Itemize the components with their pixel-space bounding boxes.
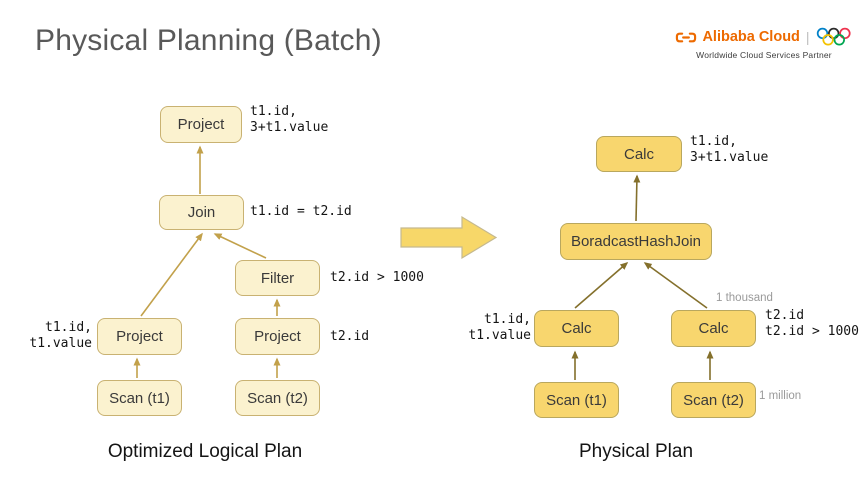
caption-physical-plan: Physical Plan (578, 441, 694, 462)
brand-name: Alibaba Cloud (702, 29, 800, 45)
page-title: Physical Planning (Batch) (35, 24, 382, 57)
caption-optimized-logical-plan: Optimized Logical Plan (107, 441, 303, 462)
node-filter: Filter (235, 260, 320, 296)
logo-divider: | (805, 29, 810, 45)
node-calc-left: Calc (534, 310, 619, 347)
right-tree-arrows (571, 174, 714, 380)
logo-tagline: Worldwide Cloud Services Partner (696, 50, 832, 60)
annotation-project-top: t1.id, 3+t1.value (250, 104, 329, 136)
node-scan-t1-physical: Scan (t1) (534, 382, 619, 418)
node-scan-t2-physical: Scan (t2) (671, 382, 756, 418)
annotation-calc-top: t1.id, 3+t1.value (690, 134, 769, 166)
node-calc-right: Calc (671, 310, 756, 347)
annotation-join: t1.id = t2.id (250, 204, 352, 219)
olympic-rings-icon (816, 27, 853, 47)
alibaba-cloud-logo: Alibaba Cloud | Worldwide Cloud Services… (676, 27, 851, 60)
node-join: Join (159, 195, 244, 230)
cardinality-thousand: 1 thousand (716, 292, 773, 304)
annotation-project-left: t1.id, t1.value (29, 320, 92, 352)
node-scan-t1: Scan (t1) (97, 380, 182, 416)
annotation-project-right: t2.id (330, 329, 370, 344)
node-project-top: Project (160, 106, 242, 143)
cardinality-million: 1 million (759, 390, 802, 402)
node-project-right: Project (235, 318, 320, 355)
alibaba-bracket-icon (675, 31, 697, 44)
annotation-filter: t2.id > 1000 (330, 270, 424, 285)
annotation-calc-left: t1.id, t1.value (468, 312, 531, 344)
node-calc-top: Calc (596, 136, 682, 172)
node-broadcasthashjoin: BoradcastHashJoin (560, 223, 712, 260)
node-scan-t2: Scan (t2) (235, 380, 320, 416)
logo-row: Alibaba Cloud | (676, 27, 851, 47)
annotation-calc-right: t2.id t2.id > 1000 (765, 308, 859, 340)
node-project-left: Project (97, 318, 182, 355)
transform-arrow (400, 215, 498, 260)
